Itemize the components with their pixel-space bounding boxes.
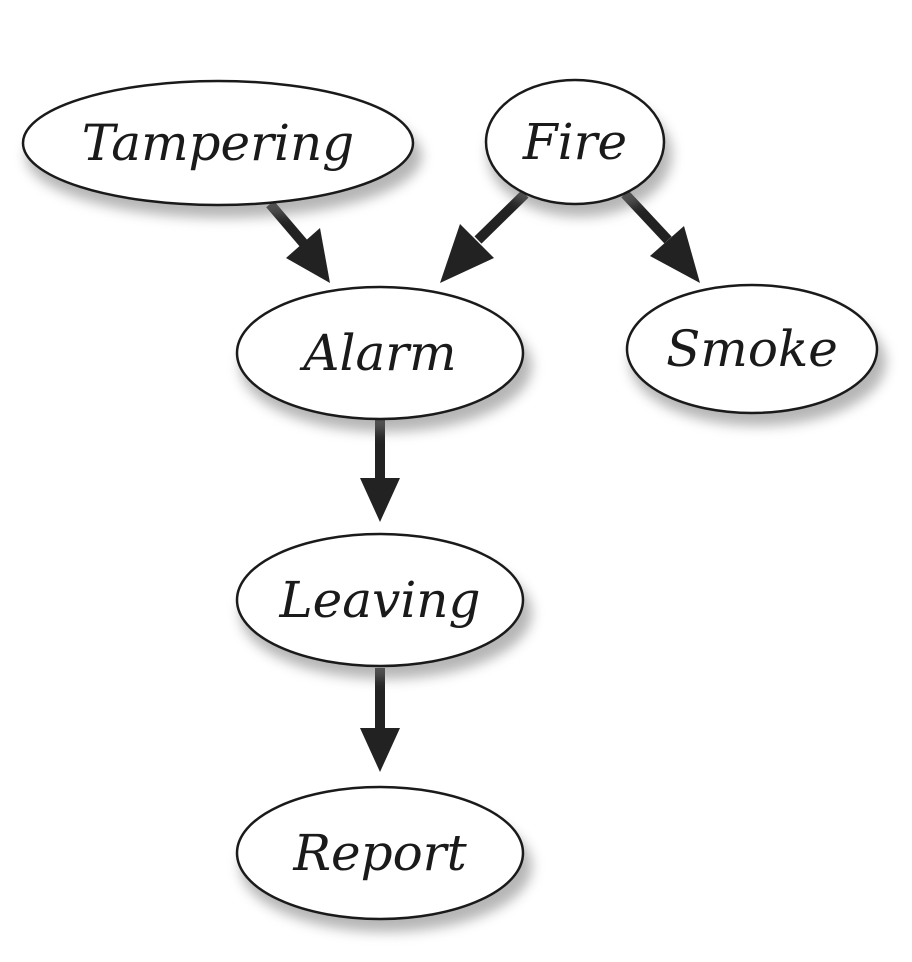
node-label-tampering: Tampering <box>82 114 354 172</box>
edge-fire-smoke <box>621 190 700 283</box>
node-leaving: Leaving <box>235 532 532 679</box>
node-label-alarm: Alarm <box>299 324 456 382</box>
node-alarm: Alarm <box>235 285 532 432</box>
nodes: Tampering Fire Alarm Smoke Leaving Repor… <box>21 78 886 932</box>
edges <box>266 190 700 772</box>
edge-leaving-report <box>360 668 400 772</box>
node-label-leaving: Leaving <box>278 571 480 629</box>
edge-tampering-alarm <box>266 200 330 283</box>
edge-alarm-leaving <box>360 420 400 522</box>
node-tampering: Tampering <box>21 79 422 218</box>
node-label-report: Report <box>292 824 467 882</box>
node-report: Report <box>235 785 532 932</box>
node-label-fire: Fire <box>522 113 627 171</box>
node-fire: Fire <box>484 78 672 217</box>
node-smoke: Smoke <box>625 283 886 426</box>
edge-fire-alarm <box>440 190 529 283</box>
node-label-smoke: Smoke <box>666 320 838 378</box>
